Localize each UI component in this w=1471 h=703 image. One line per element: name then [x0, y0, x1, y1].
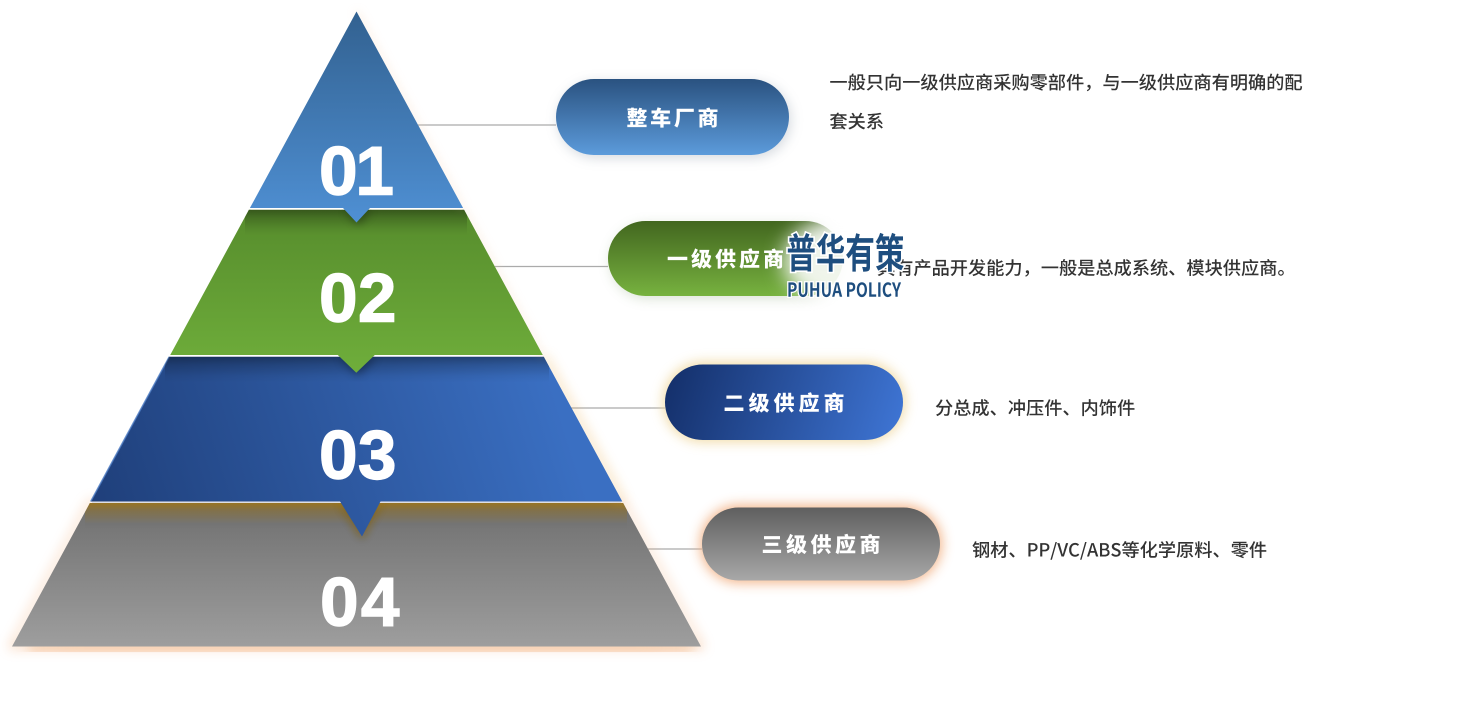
svg-text:03: 03	[319, 416, 397, 493]
svg-text:04: 04	[320, 563, 402, 640]
svg-text:02: 02	[319, 259, 397, 336]
svg-text:01: 01	[319, 132, 392, 209]
